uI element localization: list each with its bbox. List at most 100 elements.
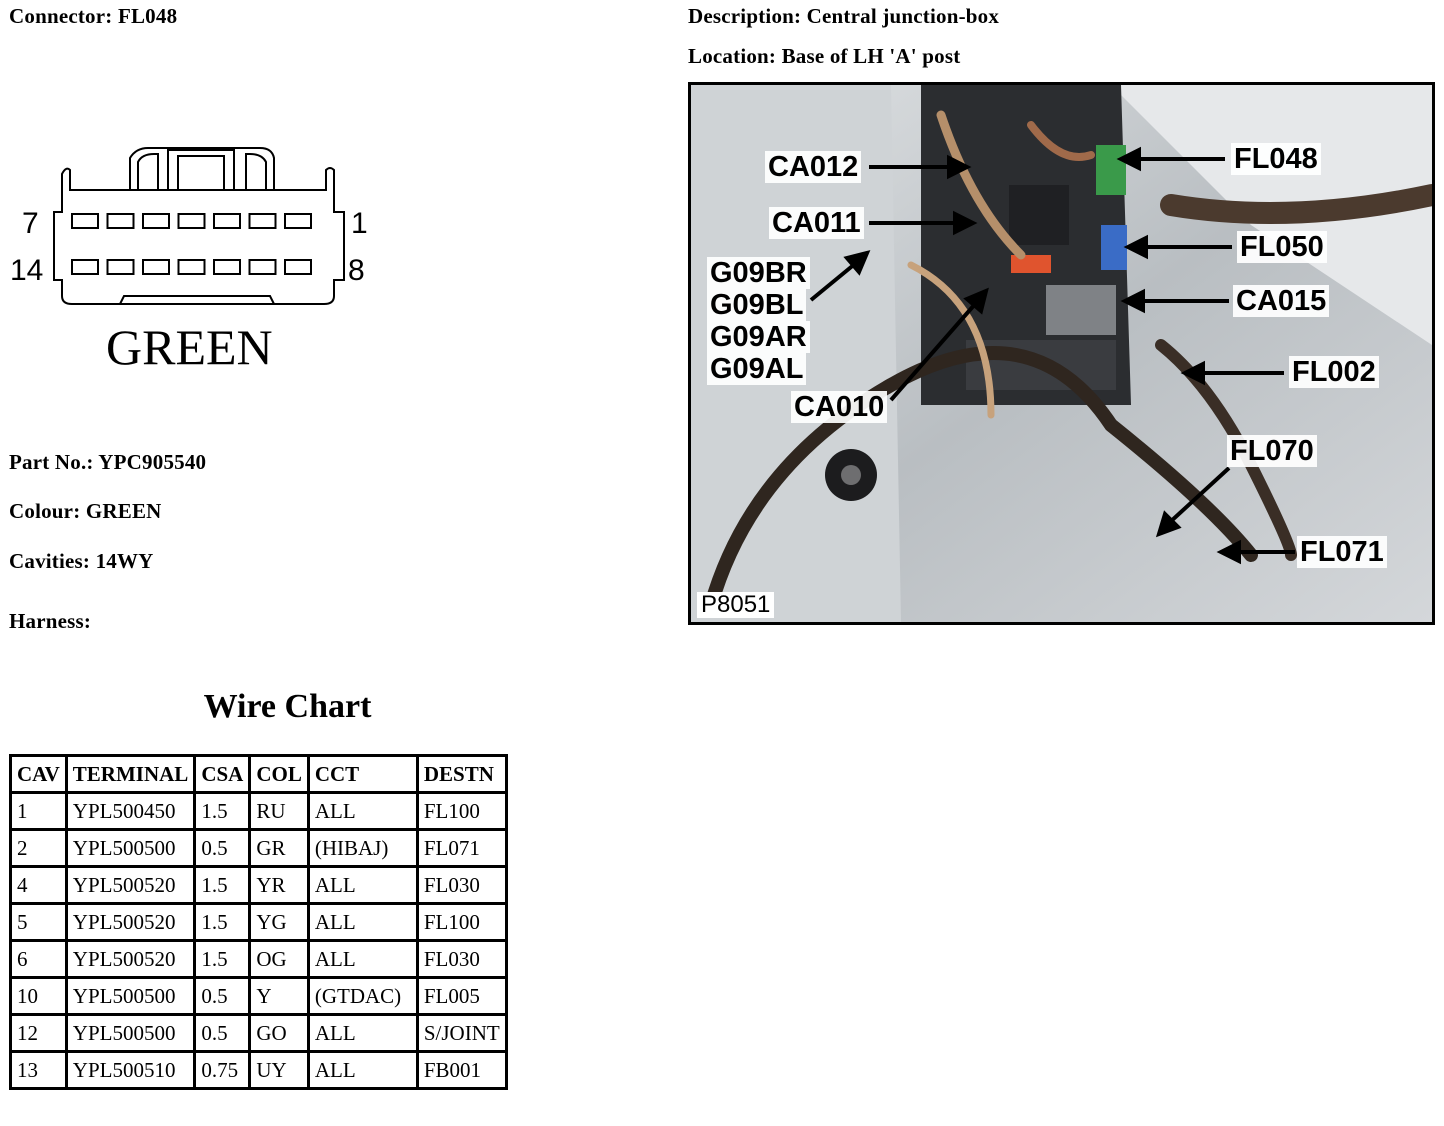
- cell-terminal: YPL500520: [64, 939, 197, 979]
- header-cav: CAV: [9, 754, 68, 794]
- cell-csa: 1.5: [193, 902, 252, 942]
- header-destn: DESTN: [415, 754, 508, 794]
- cell-destn: FL005: [415, 976, 508, 1016]
- callout-g09br: G09BR: [707, 257, 810, 289]
- cell-cav: 1: [9, 791, 68, 831]
- connector-cavity: [284, 213, 312, 229]
- pin-label-14: 14: [10, 254, 43, 287]
- connector-value: FL048: [117, 4, 178, 28]
- cell-cct: ALL: [306, 791, 419, 831]
- callout-g09bl: G09BL: [707, 289, 807, 321]
- callout-ca011: CA011: [769, 207, 864, 239]
- cell-terminal: YPL500510: [64, 1050, 197, 1090]
- cell-cct: (HIBAJ): [306, 828, 419, 868]
- callout-fl050: FL050: [1237, 231, 1327, 263]
- cavities-line: Cavities: 14WY: [9, 549, 154, 574]
- cell-cav: 4: [9, 865, 68, 905]
- description-heading: Description: Central junction-box: [688, 4, 999, 29]
- cell-destn: S/JOINT: [415, 1013, 508, 1053]
- header-col: COL: [248, 754, 310, 794]
- callout-fl070: FL070: [1227, 435, 1317, 467]
- cell-cav: 6: [9, 939, 68, 979]
- cell-destn: FL030: [415, 865, 508, 905]
- connector-face-diagram: 7 1 14 8 GREEN: [10, 147, 368, 375]
- cell-csa: 0.5: [193, 1013, 252, 1053]
- cell-csa: 1.5: [193, 865, 252, 905]
- cell-destn: FL100: [415, 791, 508, 831]
- cell-col: YG: [248, 902, 310, 942]
- wire-chart-title: Wire Chart: [203, 688, 372, 725]
- connector-cavity: [71, 259, 99, 275]
- location-value: Base of LH 'A' post: [781, 44, 961, 68]
- harness-label: Harness:: [9, 609, 92, 633]
- cell-destn: FL030: [415, 939, 508, 979]
- wire-chart-header-row: CAV TERMINAL CSA COL CCT DESTN: [9, 754, 508, 794]
- colour-value: GREEN: [85, 499, 162, 523]
- connector-cavity: [71, 213, 99, 229]
- callout-ca012: CA012: [765, 151, 862, 183]
- cell-col: UY: [248, 1050, 310, 1090]
- connector-heading: Connector: FL048: [9, 4, 177, 29]
- colour-label: Colour:: [9, 499, 81, 523]
- description-label: Description:: [688, 4, 802, 28]
- cell-cct: ALL: [306, 902, 419, 942]
- cell-cav: 5: [9, 902, 68, 942]
- cell-terminal: YPL500450: [64, 791, 197, 831]
- connector-cavity: [106, 259, 135, 275]
- header-csa: CSA: [193, 754, 252, 794]
- connector-colour-text: GREEN: [106, 319, 273, 375]
- connector-cavity: [177, 213, 206, 229]
- cell-cav: 13: [9, 1050, 68, 1090]
- cell-destn: FL071: [415, 828, 508, 868]
- callout-ca015: CA015: [1233, 285, 1330, 317]
- cell-cav: 2: [9, 828, 68, 868]
- part-no-value: YPC905540: [98, 450, 207, 474]
- cell-csa: 1.5: [193, 791, 252, 831]
- connector-cavity: [142, 259, 170, 275]
- cell-destn: FB001: [415, 1050, 508, 1090]
- cell-terminal: YPL500520: [64, 865, 197, 905]
- cell-cav: 12: [9, 1013, 68, 1053]
- connector-cavity: [284, 259, 312, 275]
- connector-cavity: [177, 259, 206, 275]
- connector-cavity: [248, 213, 277, 229]
- cell-cct: ALL: [306, 1050, 419, 1090]
- cell-col: GO: [248, 1013, 310, 1053]
- callout-g09ar: G09AR: [707, 321, 810, 353]
- part-no-line: Part No.: YPC905540: [9, 450, 206, 475]
- callout-g09al: G09AL: [707, 353, 807, 385]
- cell-col: YR: [248, 865, 310, 905]
- cell-cct: ALL: [306, 1013, 419, 1053]
- part-no-label: Part No.:: [9, 450, 94, 474]
- junction-box-photo: CA012 CA011 G09BR G09BL G09AR G09AL CA01…: [688, 82, 1435, 625]
- cell-col: RU: [248, 791, 310, 831]
- cell-col: OG: [248, 939, 310, 979]
- cell-terminal: YPL500500: [64, 1013, 197, 1053]
- photo-reference-id: P8051: [697, 592, 775, 618]
- description-value: Central junction-box: [806, 4, 1000, 28]
- header-cct: CCT: [306, 754, 419, 794]
- cell-terminal: YPL500500: [64, 828, 197, 868]
- cell-csa: 1.5: [193, 939, 252, 979]
- cavities-label: Cavities:: [9, 549, 91, 573]
- header-terminal: TERMINAL: [64, 754, 197, 794]
- cell-destn: FL100: [415, 902, 508, 942]
- callout-fl071: FL071: [1297, 536, 1387, 568]
- colour-line: Colour: GREEN: [9, 499, 162, 524]
- connector-cavity: [213, 259, 241, 275]
- connector-cavity: [106, 213, 135, 229]
- callout-fl002: FL002: [1289, 356, 1379, 388]
- cell-csa: 0.5: [193, 976, 252, 1016]
- harness-line: Harness:: [9, 609, 91, 634]
- cell-csa: 0.5: [193, 828, 252, 868]
- cell-cav: 10: [9, 976, 68, 1016]
- pin-label-8: 8: [348, 254, 365, 287]
